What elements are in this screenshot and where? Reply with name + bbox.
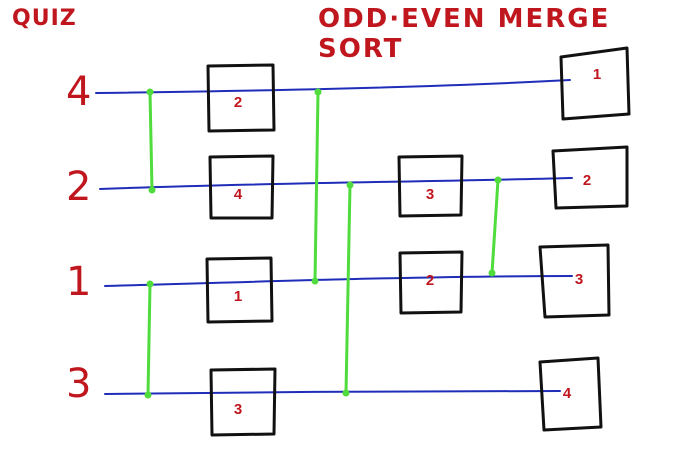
stage1-value-wire-4: 3 xyxy=(233,401,243,418)
box-stage2-wire3 xyxy=(398,250,464,315)
stage2-value-wire-3: 2 xyxy=(425,272,435,289)
output-value-wire-2: 2 xyxy=(582,172,592,189)
joint xyxy=(346,181,354,189)
comparator-1-3 xyxy=(313,90,320,283)
stage2-value-wire-2: 3 xyxy=(425,186,435,203)
joint xyxy=(146,88,154,96)
box-output-wire4 xyxy=(538,356,603,432)
wires xyxy=(95,79,573,395)
input-value-wire-1: 4 xyxy=(66,69,92,115)
comparator-joints xyxy=(144,88,502,399)
box-output-wire2 xyxy=(551,145,629,210)
diagram-title: ODD·EVEN MERGE SORT xyxy=(318,4,611,64)
wire-3 xyxy=(104,275,573,287)
wire-1 xyxy=(95,79,571,94)
boxes xyxy=(205,46,631,437)
input-value-wire-2: 2 xyxy=(66,164,92,210)
quiz-label: QUIZ xyxy=(12,6,77,31)
box-stage1-wire4 xyxy=(209,367,277,437)
comparator-2-4 xyxy=(344,183,352,395)
joint xyxy=(314,88,322,96)
joint xyxy=(144,391,152,399)
output-value-wire-3: 3 xyxy=(574,271,584,288)
comparators xyxy=(146,90,500,397)
stage1-value-wire-1: 2 xyxy=(233,94,243,111)
joint xyxy=(148,186,156,194)
joint xyxy=(342,389,350,397)
comparator-1-2 xyxy=(148,90,154,192)
box-stage2-wire2 xyxy=(397,154,464,218)
joint xyxy=(494,176,502,184)
box-stage1-wire2 xyxy=(208,154,275,220)
output-value-wire-4: 4 xyxy=(562,385,572,402)
comparator-3-4 xyxy=(146,282,152,397)
wire-2 xyxy=(99,177,573,190)
box-stage1-wire1 xyxy=(206,63,276,133)
joint xyxy=(146,280,154,288)
output-value-wire-1: 1 xyxy=(592,66,602,83)
joint xyxy=(488,269,496,277)
input-value-wire-4: 3 xyxy=(66,361,92,407)
box-output-wire3 xyxy=(538,243,611,319)
input-value-wire-3: 1 xyxy=(66,259,92,305)
comparator-2-3 xyxy=(490,178,500,275)
stage1-value-wire-3: 1 xyxy=(233,288,243,305)
box-stage1-wire3 xyxy=(205,256,274,324)
wire-4 xyxy=(104,390,561,395)
stage1-value-wire-2: 4 xyxy=(233,186,243,203)
box-output-wire1 xyxy=(559,46,631,121)
joint xyxy=(311,277,319,285)
